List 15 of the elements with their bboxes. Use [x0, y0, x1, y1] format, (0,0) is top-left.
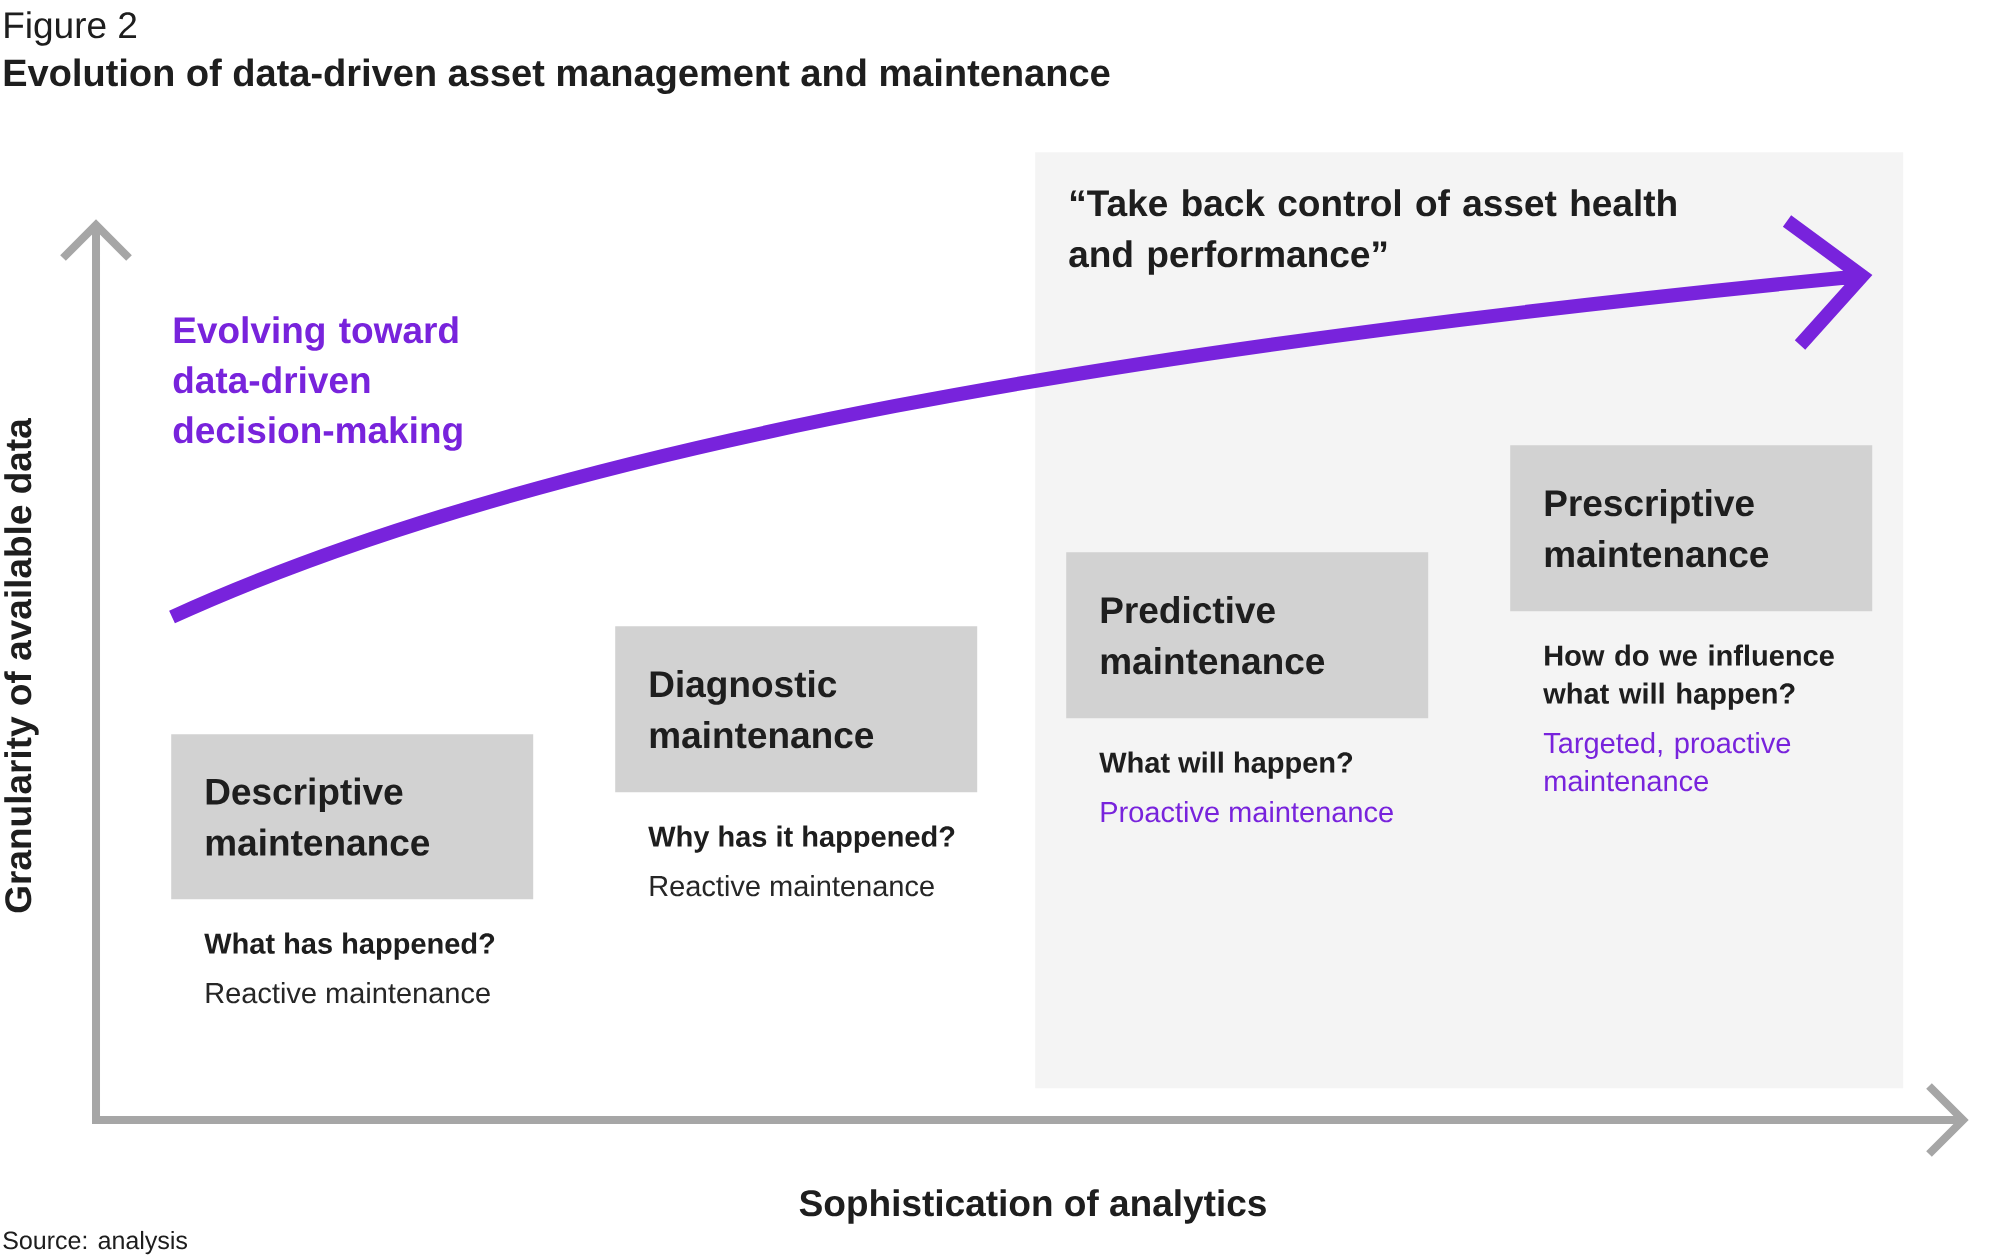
question-text: What has happened? — [204, 932, 495, 960]
answer-text: Proactive maintenance — [1101, 801, 1393, 823]
answer-text: Targeted, proactive maintenance — [1543, 732, 1791, 792]
answer-text: Reactive maintenance — [206, 982, 490, 1004]
question-text: How do we influence what will happen? — [1543, 644, 1834, 710]
stage-box: Descriptive maintenance — [171, 734, 534, 900]
source-note: Source: analysis — [3, 1230, 187, 1255]
question-text: Why has it happened? — [648, 825, 955, 853]
question-text: What will happen? — [1099, 751, 1353, 779]
answer-text: Reactive maintenance — [650, 875, 934, 897]
figure-title: Evolution of data-driven asset management and maintenance — [4, 58, 1110, 95]
figure-number: Figure 2 — [5, 11, 136, 46]
axis-title: Sophistication of analytics — [799, 1189, 1266, 1224]
stage-box: Diagnostic maintenance — [615, 626, 978, 793]
axis-title: Granularity of available data — [4, 418, 39, 913]
